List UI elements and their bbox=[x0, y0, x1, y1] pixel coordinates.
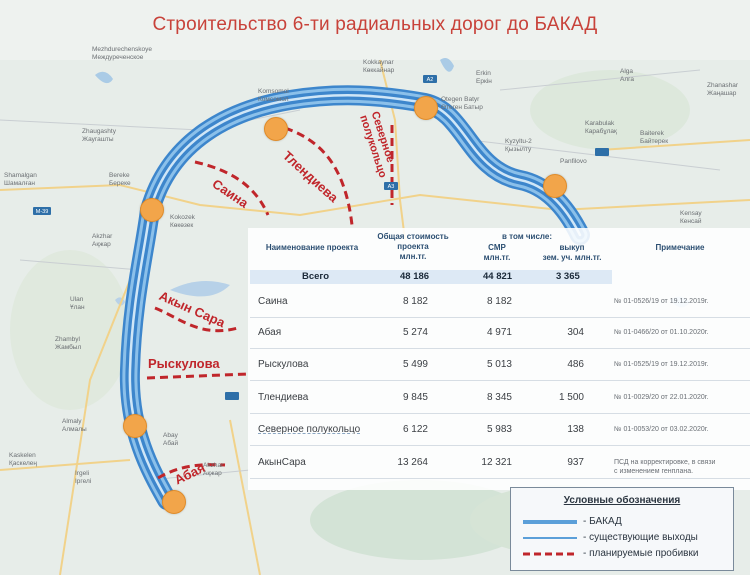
table-cell-note: № 01-0526/19 от 19.12.2019г. bbox=[614, 298, 709, 305]
table-cell-smr: 5 983 bbox=[486, 424, 512, 435]
interchange-marker bbox=[543, 174, 567, 198]
place-label: Erkin Еркін bbox=[476, 70, 492, 85]
total-label: Всего bbox=[302, 271, 330, 282]
road-label-ryskulova: Рыскулова bbox=[148, 356, 220, 371]
header-note: Примечание bbox=[655, 243, 705, 252]
place-label: Mezhdurechenskoye Междуреченское bbox=[92, 46, 152, 61]
planned-saina bbox=[194, 160, 270, 216]
table-cell-name: АкынСара bbox=[258, 457, 306, 468]
table-cell-smr: 8 182 bbox=[486, 296, 512, 307]
legend-item: - существующие выходы bbox=[583, 532, 698, 543]
place-label: Kaskelen Қаскелең bbox=[9, 452, 37, 467]
header-incl: в том числе: bbox=[502, 232, 552, 241]
place-label: Akzhar Ақжар bbox=[92, 233, 113, 248]
table-cell-cost: 13 264 bbox=[397, 457, 428, 468]
interchange-marker bbox=[264, 117, 288, 141]
table-cell-note: № 01-0029/20 от 22.01.2020г. bbox=[614, 394, 709, 401]
place-label: Kokozek Көкөзек bbox=[170, 214, 195, 229]
place-label: Akzhar Ақжар bbox=[203, 462, 224, 477]
legend-item: - БАКАД bbox=[583, 516, 622, 527]
table-row-divider bbox=[250, 478, 750, 479]
table-cell-name: Абая bbox=[258, 327, 282, 338]
place-label: Panfilovo bbox=[560, 158, 587, 165]
place-label: Abay Абай bbox=[163, 432, 179, 447]
planned-tlendieva bbox=[284, 126, 354, 226]
place-label: Otegen Batyr Өтеген Батыр bbox=[441, 96, 483, 111]
table-cell-vykup: 304 bbox=[567, 327, 584, 338]
place-label: Karabulak Карабұлақ bbox=[585, 120, 617, 135]
planned-akyn-sara bbox=[154, 306, 239, 333]
table-row-divider bbox=[250, 348, 750, 349]
total-smr: 44 821 bbox=[483, 271, 513, 282]
table-cell-cost: 9 845 bbox=[402, 392, 428, 403]
place-label: Zhanashar Жаңашар bbox=[707, 82, 739, 97]
table-row-divider bbox=[250, 317, 750, 318]
table-cell-cost: 6 122 bbox=[402, 424, 428, 435]
highway-marker-m39: M-39 bbox=[36, 209, 49, 215]
legend-item: - планируемые пробивки bbox=[583, 548, 699, 559]
page-title: Строительство 6-ти радиальных дорог до Б… bbox=[152, 14, 598, 35]
table-cell-note: ПСД на корректировке, в связи с изменени… bbox=[614, 459, 716, 475]
planned-ryskulova bbox=[146, 372, 249, 380]
table-cell-name: Рыскулова bbox=[258, 359, 309, 370]
place-label: Baiterek Байтерек bbox=[640, 130, 669, 145]
table-cell-vykup: 937 bbox=[567, 457, 584, 468]
total-cost: 48 186 bbox=[400, 271, 430, 282]
place-label: Bereke Береке bbox=[109, 172, 131, 187]
interchange-marker bbox=[140, 198, 164, 222]
table-row-divider bbox=[250, 380, 750, 381]
place-label: Kyzyltu-2 Қызылту bbox=[505, 138, 532, 153]
highway-marker-a2: A2 bbox=[427, 77, 434, 83]
place-label: Irgeli Іргелі bbox=[75, 470, 92, 485]
table-cell-vykup: 138 bbox=[567, 424, 584, 435]
table-cell-cost: 5 499 bbox=[402, 359, 428, 370]
table-cell-smr: 12 321 bbox=[481, 457, 512, 468]
highway-marker-a3: A3 bbox=[388, 184, 395, 190]
table-cell-cost: 8 182 bbox=[402, 296, 428, 307]
place-label: Ulan Ұлан bbox=[70, 296, 85, 311]
place-label: Kensay Кенсай bbox=[680, 210, 702, 225]
table-cell-smr: 4 971 bbox=[486, 327, 512, 338]
place-label: Zhaugashty Жаугашты bbox=[82, 128, 116, 143]
table-cell-name: Саина bbox=[258, 296, 288, 307]
legend-title: Условные обозначения bbox=[563, 495, 681, 506]
map-legend: Условные обозначения - БАКАД - существую… bbox=[510, 487, 734, 571]
total-vykup: 3 365 bbox=[556, 271, 580, 282]
interchange-marker bbox=[162, 490, 186, 514]
table-cell-note: № 01-0525/19 от 19.12.2019г. bbox=[614, 361, 709, 368]
table-cell-smr: 5 013 bbox=[486, 359, 512, 370]
header-cost: Общая стоимость проекта млн.тг. bbox=[377, 232, 449, 261]
place-label: Shamalgan Шамалған bbox=[4, 172, 37, 187]
table-cell-vykup: 1 500 bbox=[558, 392, 584, 403]
header-name: Наименование проекта bbox=[265, 243, 359, 252]
header-vykup: выкуп зем. уч. млн.тг. bbox=[542, 243, 602, 262]
table-row-divider bbox=[250, 413, 750, 414]
table-cell-note: № 01-0053/20 от 03.02.2020г. bbox=[614, 426, 709, 433]
interchange-marker bbox=[414, 96, 438, 120]
table-cell-vykup: 486 bbox=[567, 359, 584, 370]
place-label: Almaly Алмалы bbox=[62, 418, 87, 433]
planned-abaya bbox=[157, 463, 226, 480]
place-label: Kokkaynar Көккайнар bbox=[363, 59, 395, 74]
place-label: Alga Алга bbox=[620, 68, 634, 83]
table-cell-smr: 8 345 bbox=[486, 392, 512, 403]
table-total-row bbox=[250, 270, 612, 284]
table-row-divider bbox=[250, 445, 750, 446]
table-cell-name: Тлендиева bbox=[258, 392, 309, 403]
table-cell-note: № 01-0466/20 от 01.10.2020г. bbox=[614, 329, 709, 336]
place-label: Zhambyl Жамбыл bbox=[55, 336, 82, 351]
table-cell-cost: 5 274 bbox=[402, 327, 428, 338]
place-label: Komsomol Комсомол bbox=[258, 88, 289, 103]
interchange-marker bbox=[123, 414, 147, 438]
header-smr: СМР млн.тг. bbox=[483, 243, 511, 262]
table-cell-name: Северное полукольцо bbox=[258, 424, 361, 435]
